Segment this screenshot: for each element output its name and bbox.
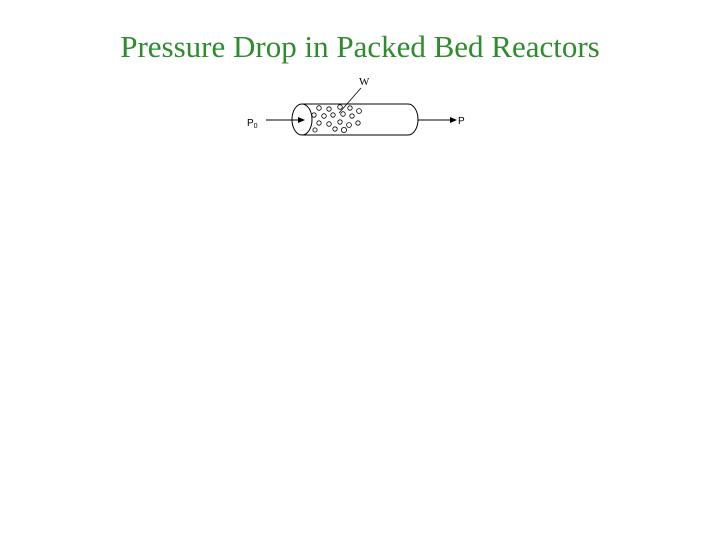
catalyst-weight-label: W bbox=[359, 76, 370, 88]
outlet-pressure-label: P bbox=[458, 116, 465, 127]
packed-bed-reactor-diagram: P0 bbox=[240, 70, 480, 145]
catalyst-pointer-line bbox=[338, 87, 362, 114]
slide-title: Pressure Drop in Packed Bed Reactors bbox=[120, 29, 600, 64]
inlet-pressure-label: P0 bbox=[247, 118, 258, 130]
reactor-tube bbox=[291, 103, 419, 136]
catalyst-particles bbox=[311, 104, 362, 134]
